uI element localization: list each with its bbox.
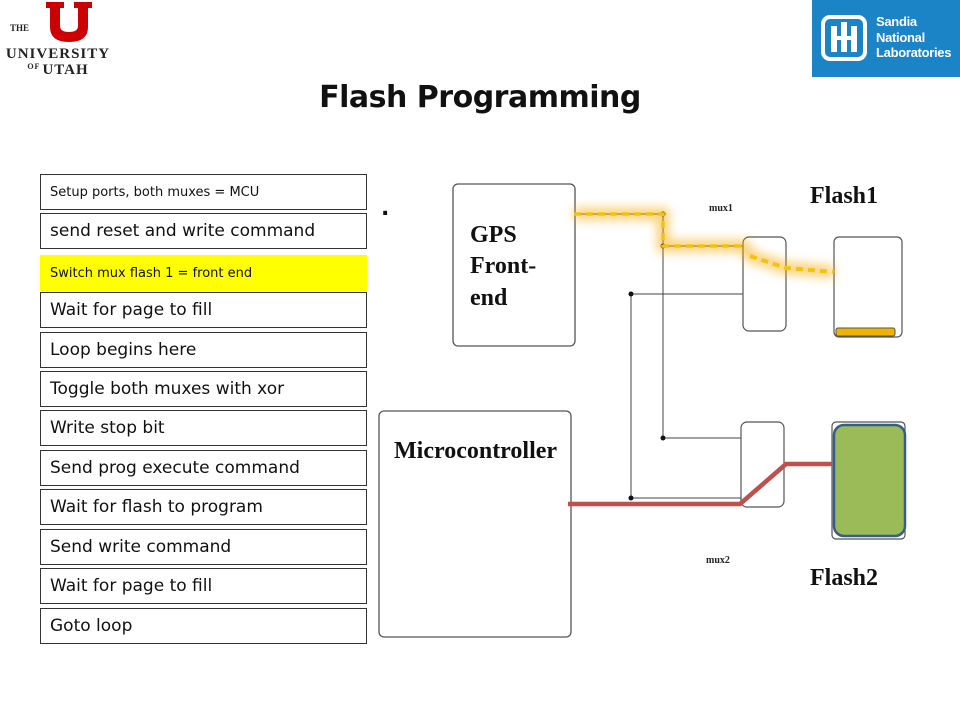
step-item: Toggle both muxes with xor [40, 371, 367, 407]
step-item: Loop begins here [40, 332, 367, 368]
block-u-icon [46, 2, 92, 42]
step-label: Wait for flash to program [50, 497, 263, 517]
step-label: Goto loop [50, 616, 133, 636]
gps-label-line: end [470, 285, 508, 311]
logo-text-utah: UTAH [42, 62, 89, 78]
step-item: Wait for page to fill [40, 292, 367, 328]
junction-dots [628, 211, 666, 501]
logo-text-of: OF [27, 62, 41, 71]
flash1-block [833, 236, 903, 338]
step-label: Send write command [50, 537, 232, 557]
gps-front-end-label: GPS Front- end [470, 222, 542, 311]
mux2-block [740, 421, 785, 508]
flash1-label: Flash1 [810, 183, 878, 209]
step-item: Write stop bit [40, 410, 367, 446]
logo-text-university: UNIVERSITY [5, 46, 111, 62]
step-label: Loop begins here [50, 340, 197, 360]
step-label: send reset and write command [50, 221, 316, 241]
gps-label-line: Front- [470, 253, 536, 279]
flash1-fill-bar [835, 327, 896, 337]
sandia-logo-line: Laboratories [876, 45, 952, 60]
step-item: Wait for page to fill [40, 568, 367, 604]
step-label: Toggle both muxes with xor [50, 379, 285, 399]
step-item: Wait for flash to program [40, 489, 367, 525]
logo-text-the: THE [10, 23, 30, 33]
microcontroller-label: Microcontroller [394, 438, 557, 464]
microcontroller-block [378, 410, 572, 638]
mux2-label: mux2 [706, 555, 730, 566]
gps-label-line: GPS [470, 222, 517, 248]
step-item-highlighted: Switch mux flash 1 = front end [40, 255, 367, 291]
sandia-national-laboratories-logo: Sandia National Laboratories [812, 0, 960, 77]
step-item: Setup ports, both muxes = MCU [40, 174, 367, 210]
flash-programming-diagram: . GPS Front- end Microcontroller mux1 mu… [378, 183, 907, 638]
sandia-logo-line: Sandia [876, 14, 917, 29]
step-item: Send write command [40, 529, 367, 565]
step-item: send reset and write command [40, 213, 367, 249]
step-label: Switch mux flash 1 = front end [50, 265, 253, 281]
gps-to-flash1-active-path [574, 208, 835, 278]
mux1-label: mux1 [709, 203, 733, 214]
sandia-thunderbird-icon [821, 15, 867, 61]
step-label: Setup ports, both muxes = MCU [50, 184, 260, 200]
flash2-label: Flash2 [810, 565, 878, 591]
slide-title: Flash Programming [319, 80, 641, 115]
step-item: Send prog execute command [40, 450, 367, 486]
sandia-logo-text: Sandia National Laboratories [876, 14, 951, 61]
mcu-to-flash2-path [568, 461, 832, 507]
step-label: Write stop bit [50, 418, 165, 438]
step-label: Wait for page to fill [50, 576, 213, 596]
flash2-block-active [832, 423, 907, 538]
step-item: Goto loop [40, 608, 367, 644]
step-label: Send prog execute command [50, 458, 300, 478]
step-label: Wait for page to fill [50, 300, 213, 320]
gps-front-end-block [452, 183, 576, 347]
sandia-logo-line: National [876, 29, 925, 45]
signal-wires [575, 213, 744, 499]
stray-dot: . [381, 196, 389, 221]
